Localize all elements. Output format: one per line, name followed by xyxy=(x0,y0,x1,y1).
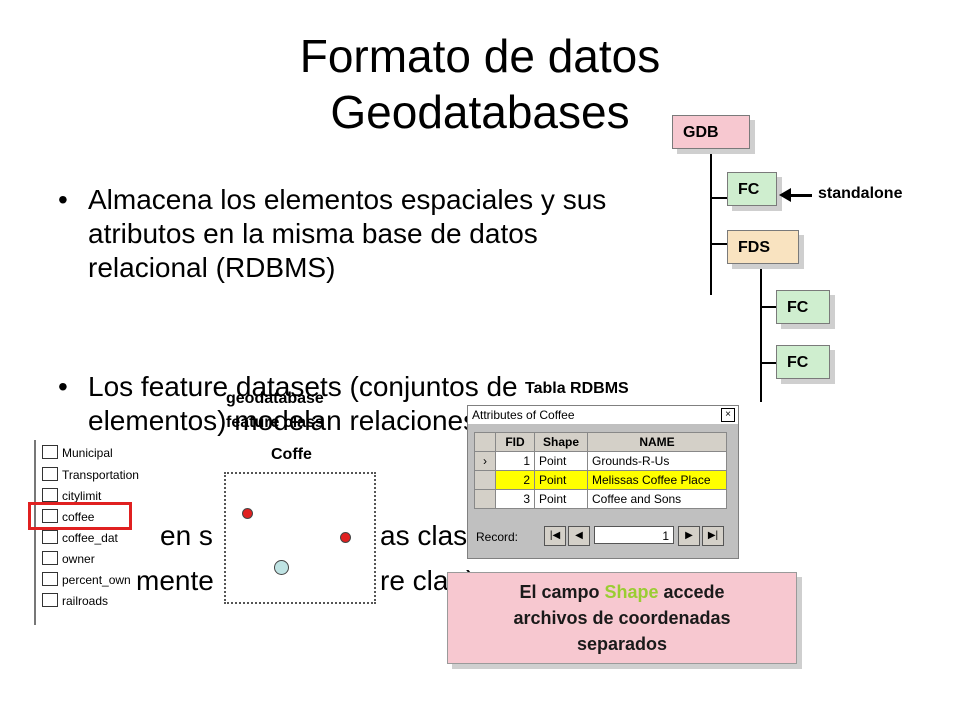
layer-item[interactable]: citylimit xyxy=(42,487,101,505)
layer-item-selected[interactable]: coffee xyxy=(42,508,94,526)
bullet-3-fragment-c: mente xyxy=(136,565,214,596)
bullet-3-fragment-b: as clas xyxy=(380,520,468,551)
callout-pre: El campo xyxy=(519,582,605,602)
bullet-1: • Almacena los elementos espaciales y su… xyxy=(58,183,618,353)
cell-shape: Point xyxy=(534,489,588,509)
cell-name: Grounds-R-Us xyxy=(587,451,727,471)
callout-post: accede xyxy=(658,582,725,602)
table-icon xyxy=(42,530,58,544)
layer-item-label: railroads xyxy=(62,594,109,608)
polygon-layer-icon xyxy=(42,488,58,502)
table-row-highlighted[interactable]: 2 Point Melissas Coffee Place xyxy=(474,470,727,490)
row-pointer-icon: › xyxy=(474,451,496,471)
layer-item-label: coffee xyxy=(62,510,95,524)
shape-field-callout: El campo Shape accede archivos de coorde… xyxy=(447,572,797,664)
close-icon[interactable]: × xyxy=(721,408,735,422)
layer-item-label: Transportation xyxy=(62,468,139,482)
cell-name: Coffee and Sons xyxy=(587,489,727,509)
layer-group-icon xyxy=(42,467,58,481)
layer-item-label: owner xyxy=(62,552,95,566)
first-record-icon[interactable]: |◀ xyxy=(544,526,566,546)
bullet-3-fragment-d: re cla xyxy=(380,565,449,596)
table-icon xyxy=(42,572,58,586)
node-gdb: GDB xyxy=(672,115,750,149)
tree-branch-fds xyxy=(710,243,728,245)
table-row[interactable]: 3 Point Coffee and Sons xyxy=(474,489,727,509)
tree-subtrunk xyxy=(760,262,762,402)
map-point[interactable] xyxy=(242,508,253,519)
layer-item-label: Municipal xyxy=(62,446,113,460)
next-record-icon[interactable]: ▶ xyxy=(678,526,700,546)
bullet-dot: • xyxy=(58,371,68,402)
row-selector xyxy=(474,489,496,509)
slide-title: Formato de datos Geodatabases xyxy=(0,28,960,140)
layer-item-label: coffee_dat xyxy=(62,531,118,545)
cell-name: Melissas Coffee Place xyxy=(587,470,727,490)
table-header-row: FID Shape NAME xyxy=(474,432,727,452)
point-layer-icon xyxy=(42,509,58,523)
cell-shape: Point xyxy=(534,451,588,471)
last-record-icon[interactable]: ▶| xyxy=(702,526,724,546)
table-row[interactable]: › 1 Point Grounds-R-Us xyxy=(474,451,727,471)
map-label-line-2: feature class xyxy=(226,414,324,431)
node-fds: FDS xyxy=(727,230,799,264)
attribute-table: FID Shape NAME › 1 Point Grounds-R-Us 2 … xyxy=(474,432,727,509)
callout-accent: Shape xyxy=(604,582,659,602)
coffee-map-view[interactable] xyxy=(224,472,376,604)
callout-line-3: separados xyxy=(576,634,668,654)
map-point[interactable] xyxy=(274,560,289,575)
node-fc-child-1: FC xyxy=(776,290,830,324)
record-number-field[interactable]: 1 xyxy=(594,526,674,544)
cell-fid: 1 xyxy=(495,451,535,471)
layer-item-label: citylimit xyxy=(62,489,102,503)
layer-item[interactable]: percent_own xyxy=(42,571,131,589)
standalone-arrow-head-icon xyxy=(779,188,791,202)
node-fc-standalone: FC xyxy=(727,172,777,206)
layer-list: Municipal Transportation citylimit coffe… xyxy=(34,440,139,625)
bullet-1-text: Almacena los elementos espaciales y sus … xyxy=(88,184,607,283)
bullet-dot: • xyxy=(58,184,68,215)
cell-fid: 2 xyxy=(495,470,535,490)
column-header[interactable]: NAME xyxy=(587,432,727,452)
cell-fid: 3 xyxy=(495,489,535,509)
title-line-1: Formato de datos xyxy=(299,30,661,82)
layer-group-icon xyxy=(42,445,58,459)
standalone-label: standalone xyxy=(818,185,903,202)
standalone-arrow-line xyxy=(790,194,812,197)
selected-layer-box xyxy=(28,502,132,530)
layer-item[interactable]: coffee_dat xyxy=(42,529,118,547)
map-point[interactable] xyxy=(340,532,351,543)
line-layer-icon xyxy=(42,593,58,607)
title-line-2: Geodatabases xyxy=(330,86,630,138)
layer-item[interactable]: Transportation xyxy=(42,466,139,484)
layer-item-label: percent_own xyxy=(62,573,131,587)
layer-item[interactable]: Municipal xyxy=(42,444,113,462)
row-selector xyxy=(474,470,496,490)
column-header[interactable]: FID xyxy=(495,432,535,452)
map-label-line-3: Coffe xyxy=(271,446,312,463)
record-label: Record: xyxy=(476,530,519,544)
map-label-line-1: geodatabase xyxy=(226,390,324,407)
tree-branch-fc-child-2 xyxy=(760,362,776,364)
bullet-3-fragment-a: en s xyxy=(160,520,213,551)
attributes-window: Attributes of Coffee × FID Shape NAME › … xyxy=(467,405,739,559)
layer-item[interactable]: owner xyxy=(42,550,95,568)
tree-branch-fc xyxy=(710,197,728,199)
cell-shape: Point xyxy=(534,470,588,490)
layer-item[interactable]: railroads xyxy=(42,592,108,610)
table-icon xyxy=(42,551,58,565)
callout-line-1: El campo Shape accede xyxy=(448,579,796,605)
previous-record-icon[interactable]: ◀ xyxy=(568,526,590,546)
tree-branch-fc-child-1 xyxy=(760,306,776,308)
table-label: Tabla RDBMS xyxy=(525,380,629,397)
node-fc-child-2: FC xyxy=(776,345,830,379)
row-selector-header xyxy=(474,432,496,452)
tree-trunk xyxy=(710,150,712,295)
window-title: Attributes of Coffee xyxy=(468,406,738,424)
column-header[interactable]: Shape xyxy=(534,432,588,452)
callout-line-2: archivos de coordenadas xyxy=(513,608,731,628)
